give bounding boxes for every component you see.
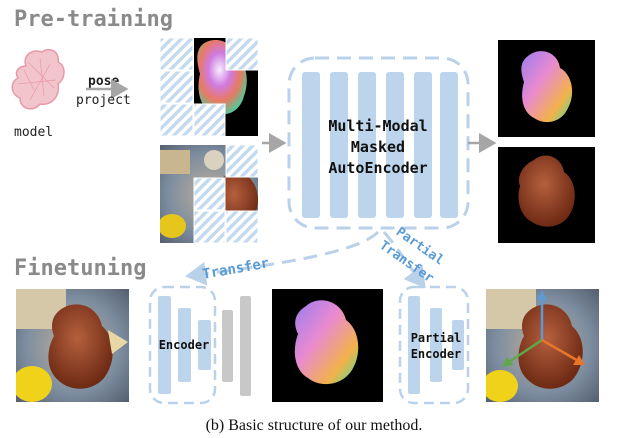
finetuning-title: Finetuning (14, 256, 146, 281)
nocs-map-masked-input (159, 37, 259, 137)
finetune-rgb-input (16, 289, 129, 402)
partial-encoder-container (398, 285, 470, 405)
mesh-model-icon (11, 48, 65, 110)
reconstructed-rgb-object (498, 147, 595, 243)
mae-layers (302, 72, 458, 218)
mae-label-line2: Masked (351, 138, 405, 156)
pose-output-image (486, 289, 599, 402)
pose-label: pose (88, 74, 119, 89)
transfer-label: Transfer (201, 255, 270, 282)
figure-caption: (b) Basic structure of our method. (206, 417, 423, 434)
encoder-label: Encoder (159, 338, 210, 352)
decoder-layers (222, 296, 251, 396)
transfer-arrow (185, 230, 380, 286)
project-label: project (76, 93, 131, 108)
reconstructed-nocs-map (498, 40, 595, 137)
mae-label-line1: Multi-Modal (328, 117, 427, 135)
mae-label-line3: AutoEncoder (328, 159, 427, 177)
encoder-container (148, 285, 217, 405)
pose-axes-icon (502, 290, 585, 367)
partial-encoder-label-line1: Partial (411, 331, 462, 345)
partial-transfer-arrow (382, 231, 426, 289)
partial-encoder-layers (408, 296, 464, 394)
predicted-nocs-map (272, 289, 383, 402)
partial-encoder-label-line2: Encoder (411, 347, 462, 361)
encoder-layers (158, 296, 211, 394)
rgb-crop-masked-input (160, 144, 259, 244)
model-label: model (14, 125, 53, 140)
pretraining-title: Pre-training (14, 7, 173, 32)
